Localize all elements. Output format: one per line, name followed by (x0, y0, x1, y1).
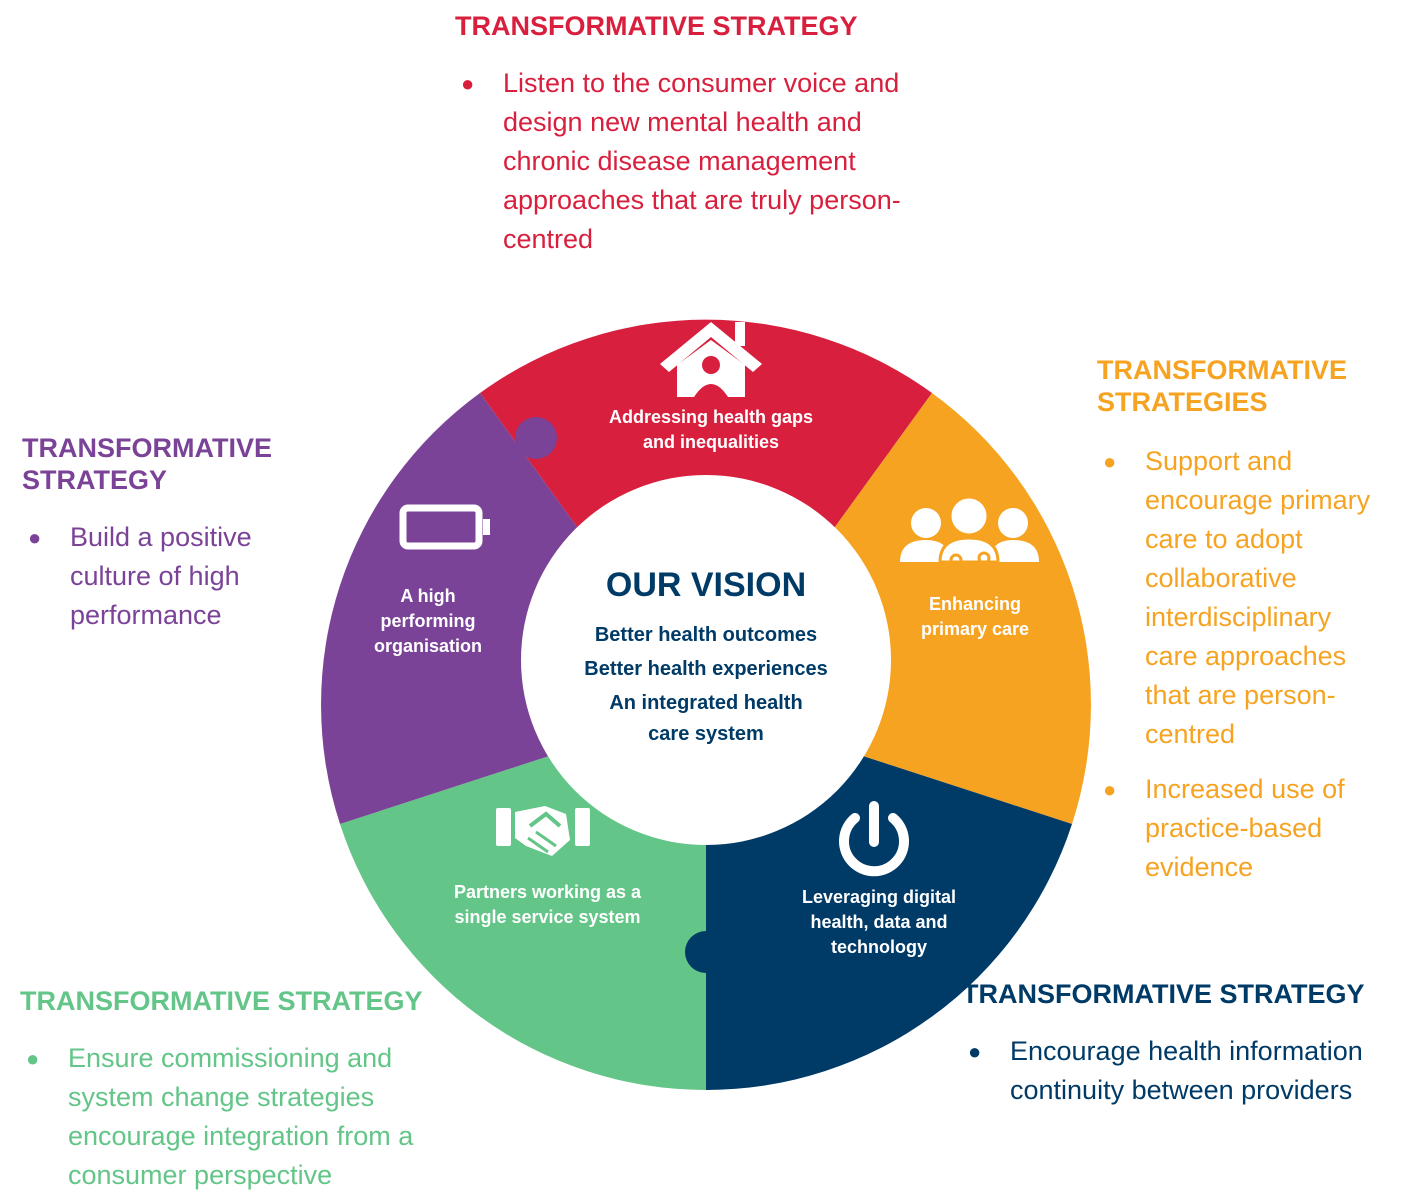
vision-line: Better health experiences (584, 658, 828, 680)
segment-label-bottom-right: Leveraging digital health, data and tech… (801, 887, 957, 957)
vision-block: OUR VISION Better health outcomes Better… (556, 562, 856, 748)
strategy-heading: TRANSFORMATIVE STRATEGY (22, 433, 272, 495)
strategy-left: TRANSFORMATIVE STRATEGY ●Build a positiv… (22, 432, 292, 635)
strategy-bottom-right: TRANSFORMATIVE STRATEGY ●Encourage healt… (962, 978, 1400, 1110)
strategy-heading: TRANSFORMATIVE STRATEGY (20, 986, 423, 1016)
segment-label-right: Enhancing primary care (920, 594, 1030, 639)
vision-center (521, 475, 891, 845)
battery-icon (399, 504, 490, 550)
care-team-icon (900, 495, 1039, 567)
strategy-bullet: ●Increased use of practice-based evidenc… (1103, 774, 1345, 882)
puzzle-knob (419, 731, 461, 773)
vision-line: An integrated health (609, 692, 803, 714)
puzzle-knob (851, 419, 893, 461)
strategy-bullet: ●Support and encourage primary care to a… (1103, 446, 1371, 749)
puzzle-knob (949, 737, 991, 779)
strategy-heading: TRANSFORMATIVE STRATEGY (455, 11, 858, 41)
puzzle-knob (515, 417, 557, 459)
strategy-heading: TRANSFORMATIVE STRATEGY (962, 979, 1365, 1009)
house-person-icon (660, 322, 762, 397)
vision-line: Better health outcomes (594, 624, 818, 646)
strategy-bullet: ●Ensure commissioning and system change … (26, 1043, 414, 1190)
power-icon (839, 801, 909, 877)
vision-line: care system (648, 723, 764, 745)
segment-label-bottom-left: Partners working as a single service sys… (453, 882, 642, 927)
strategy-bullet: ●Build a positive culture of high perfor… (28, 522, 252, 630)
puzzle-knob (685, 931, 727, 973)
strategy-bottom-left: TRANSFORMATIVE STRATEGY ●Ensure commissi… (20, 985, 470, 1195)
strategy-top: TRANSFORMATIVE STRATEGY ●Listen to the c… (455, 10, 915, 259)
strategy-heading: TRANSFORMATIVE STRATEGIES (1097, 355, 1347, 417)
segment-label-left: A high performing organisation (373, 586, 482, 656)
strategy-bullet: ●Encourage health information continuity… (968, 1036, 1363, 1105)
strategy-bullet: ●Listen to the consumer voice and design… (461, 68, 901, 254)
strategy-right: TRANSFORMATIVE STRATEGIES ●Support and e… (1097, 354, 1387, 887)
handshake-icon (496, 806, 590, 856)
vision-title: OUR VISION (605, 566, 807, 604)
segment-label-top: Addressing health gaps and inequalities (608, 407, 814, 452)
